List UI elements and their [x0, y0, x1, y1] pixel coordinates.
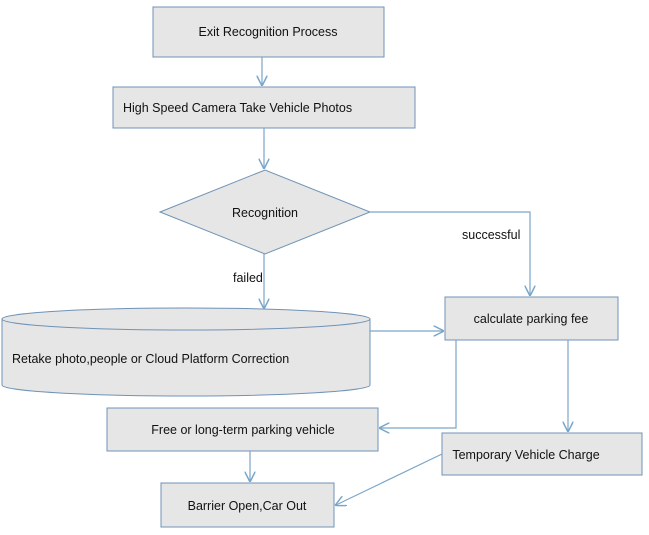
barrier-open-label: Barrier Open,Car Out [187, 498, 307, 513]
arrow-calculate-to-free [380, 340, 457, 428]
exit-process-label: Exit Recognition Process [198, 24, 338, 39]
calculate-fee-box [444, 296, 619, 341]
camera-box [112, 86, 416, 129]
arrow-recognition-successful [370, 211, 530, 295]
calculate-fee-label: calculate parking fee [473, 311, 589, 326]
arrow-temporary-to-barrier [336, 453, 443, 505]
exit-process-box [152, 6, 385, 58]
retake-cylinder [1, 307, 371, 397]
successful-label: successful [462, 227, 521, 242]
temporary-charge-label: Temporary Vehicle Charge [452, 447, 600, 462]
free-parking-label: Free or long-term parking vehicle [151, 422, 335, 437]
retake-label: Retake photo,people or Cloud Platform Co… [12, 351, 290, 366]
recognition-label: Recognition [231, 205, 299, 220]
camera-label: High Speed Camera Take Vehicle Photos [123, 100, 353, 115]
failed-label: failed [233, 270, 263, 285]
free-parking-box [106, 407, 379, 452]
